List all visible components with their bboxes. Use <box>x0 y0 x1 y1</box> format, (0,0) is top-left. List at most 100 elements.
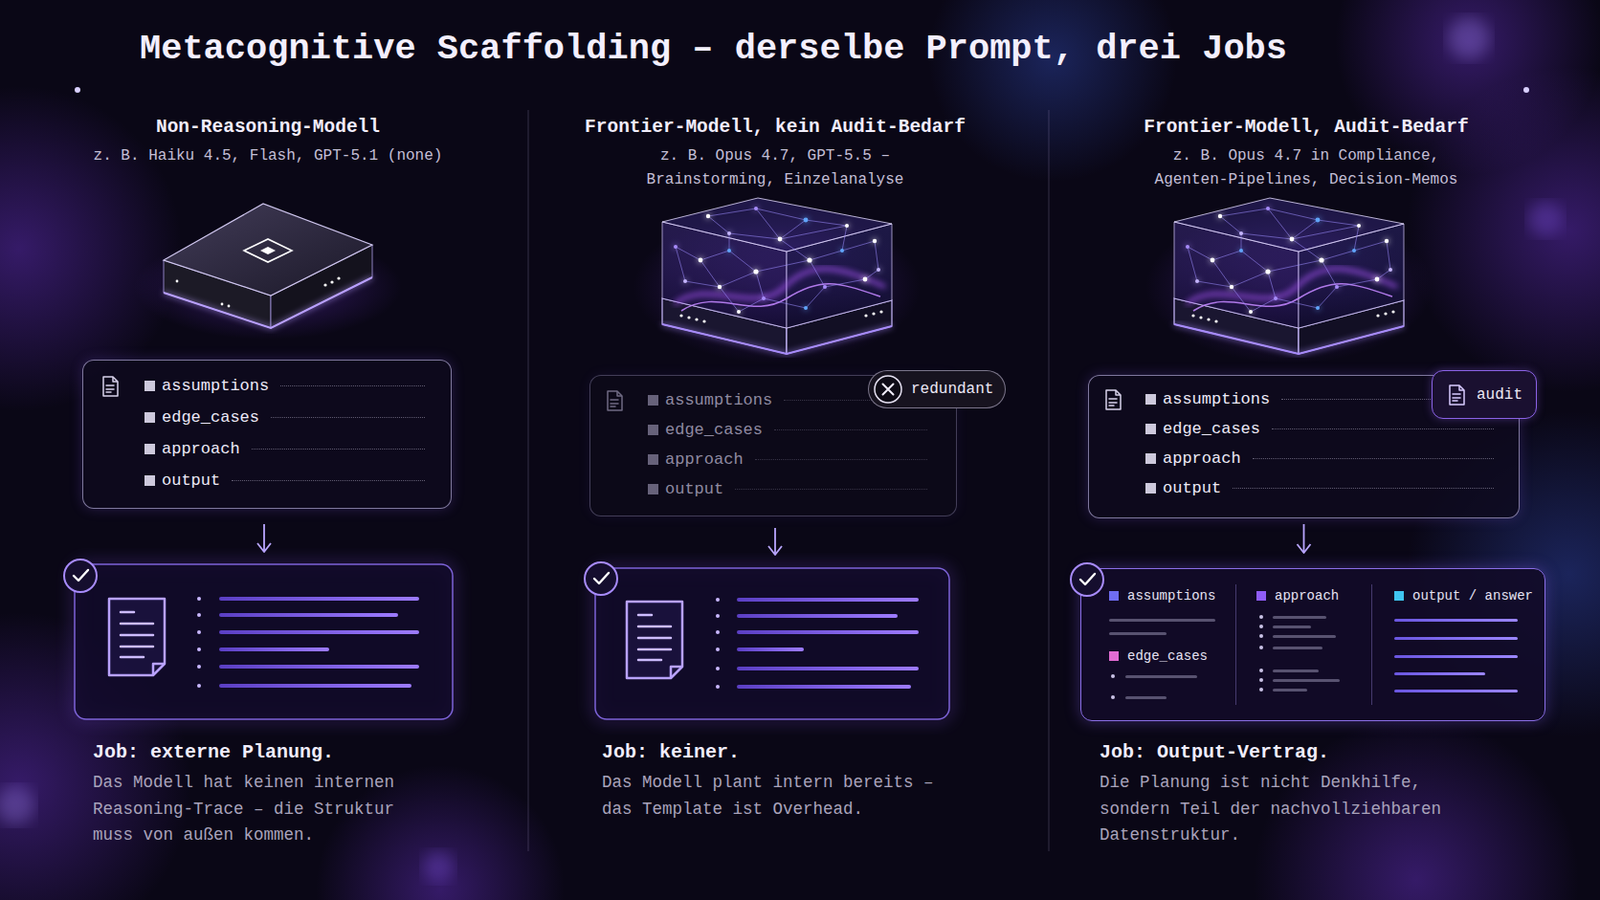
doc-fold <box>1459 385 1465 391</box>
item-bullet <box>647 395 659 406</box>
bar <box>219 613 399 618</box>
label-slot: Non-Reasoning-Modell <box>57 115 479 139</box>
section-header: assumptions <box>1109 586 1216 606</box>
job-heading: Job: Output-Vertrag. <box>1099 741 1521 765</box>
bullet <box>715 598 720 602</box>
leader-line <box>734 488 928 490</box>
bar <box>736 630 919 635</box>
item-row: output <box>144 465 425 497</box>
item-bullet <box>144 475 156 487</box>
doc-lines <box>1109 399 1117 406</box>
text-bar <box>1272 635 1336 639</box>
doc-page <box>1106 390 1121 410</box>
down-arrow <box>257 524 271 553</box>
check-badge <box>584 562 618 596</box>
leader-line <box>1232 488 1494 489</box>
text-bar <box>1272 646 1323 650</box>
job-heading: Job: keiner. <box>601 741 1023 765</box>
text-bars <box>736 598 919 689</box>
text-bar <box>1125 675 1198 679</box>
column-subtitle: z. B. Haiku 4.5, Flash, GPT-5.1 (none) <box>57 144 479 169</box>
led <box>323 283 327 287</box>
bullet-dot <box>1259 624 1264 629</box>
x-cross <box>883 384 894 396</box>
rule-dot <box>74 87 81 93</box>
leader-line <box>280 385 425 387</box>
device-logo <box>260 246 276 255</box>
tag-badge: audit <box>1431 370 1537 420</box>
box-outline <box>595 568 950 720</box>
bullet <box>197 684 201 689</box>
badge-text: redundant <box>911 379 994 400</box>
glow <box>1406 66 1600 393</box>
device-top <box>163 203 373 296</box>
bokeh <box>422 851 454 883</box>
column-subtitle: z. B. Opus 4.7, GPT-5.5 – Brainstorming,… <box>612 144 938 193</box>
section-title: output / answer <box>1412 586 1534 606</box>
led <box>336 276 340 280</box>
label-slot: Job: Output-Vertrag. <box>1099 741 1521 765</box>
bullet <box>197 613 201 618</box>
bokeh <box>1528 201 1563 237</box>
bar <box>219 630 420 635</box>
bullet-dot <box>1259 668 1264 673</box>
doc-lines <box>106 385 114 393</box>
check-badge <box>1068 561 1106 599</box>
section-header: output / answer <box>1394 586 1534 606</box>
bullet-dot <box>1259 688 1264 692</box>
item-text: output <box>665 480 724 500</box>
arrow-shaft <box>263 524 266 552</box>
bar <box>219 684 412 689</box>
text-bar <box>1109 632 1167 636</box>
connector-line <box>1303 524 1306 554</box>
document-icon <box>605 390 623 412</box>
item-bullet <box>144 380 156 392</box>
box-outline <box>74 564 453 720</box>
column-divider <box>528 110 530 852</box>
document-icon <box>101 376 119 398</box>
label-slot: Frontier-Modell, Audit-Bedarf <box>1076 115 1536 139</box>
x-circle <box>874 376 902 403</box>
label-slot: z. B. Haiku 4.5, Flash, GPT-5.1 (none) <box>57 144 479 169</box>
text-bar <box>1272 625 1312 629</box>
glass-cube <box>1145 198 1433 364</box>
led <box>176 280 179 284</box>
leader-line <box>231 480 425 482</box>
item-text: edge_cases <box>1162 420 1261 440</box>
column-heading: Frontier-Modell, Audit-Bedarf <box>1076 115 1536 139</box>
doc-fold <box>617 391 623 397</box>
led <box>330 280 334 284</box>
bar <box>736 647 804 652</box>
item-row: approach <box>1145 444 1494 474</box>
bullet-dot <box>1111 674 1115 679</box>
bullet-dot <box>1111 695 1115 700</box>
glow <box>928 0 1178 182</box>
bar <box>219 597 420 601</box>
template-box: assumptionsedge_casesapproachoutput <box>82 359 452 510</box>
item-bullet <box>1145 394 1156 405</box>
leader-line <box>774 429 928 431</box>
job-description: Die Planung ist nicht Denkhilfe, sondern… <box>1099 770 1456 850</box>
item-text: approach <box>161 440 241 460</box>
item-row: edge_cases <box>647 415 928 445</box>
bullet <box>715 647 720 652</box>
doc-lines <box>1452 394 1461 401</box>
section-header: approach <box>1256 586 1339 606</box>
item-text: output <box>1162 479 1222 499</box>
leader-line <box>1252 458 1494 460</box>
text-bar <box>1272 616 1327 620</box>
item-bullet <box>1145 423 1156 435</box>
job-description: Das Modell hat keinen internen Reasoning… <box>92 770 423 850</box>
item-text: edge_cases <box>161 408 260 428</box>
box-glow <box>74 564 453 720</box>
leader-line <box>270 417 425 419</box>
item-text: edge_cases <box>665 421 763 441</box>
section-divider <box>1371 584 1373 706</box>
label-slot: Das Modell plant intern bereits – das Te… <box>601 770 947 823</box>
item-row: output <box>647 474 928 505</box>
badge-text: audit <box>1476 385 1523 405</box>
text-bar <box>1394 672 1486 676</box>
bullet-dots <box>715 598 720 689</box>
structured-output-box: assumptionsedge_casesapproachoutput / an… <box>1080 568 1546 722</box>
bar <box>736 598 919 602</box>
